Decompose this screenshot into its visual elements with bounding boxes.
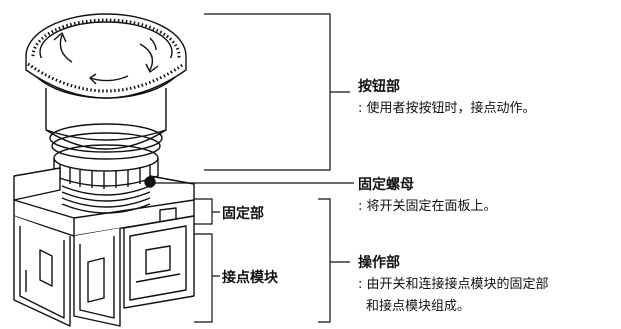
fixing-block xyxy=(13,167,195,237)
label-lock-nut-desc: : 将开关固定在面板上。 xyxy=(358,199,497,214)
label-operating-part-title: 操作部 xyxy=(358,255,400,271)
label-operating-part-desc-1: : 由开关和连接接点模块的固定部 xyxy=(358,277,549,292)
label-button-part-title: 按钮部 xyxy=(358,79,400,95)
bracket-contact-block xyxy=(194,233,213,323)
button-cylinder xyxy=(45,88,167,160)
label-contact-block: 接点模块 xyxy=(222,270,278,286)
contact-block-left xyxy=(13,216,71,327)
mushroom-button-head xyxy=(25,13,187,99)
label-lock-nut-title: 固定螺母 xyxy=(358,177,414,193)
label-fixing-part: 固定部 xyxy=(222,206,264,222)
label-button-part-desc: : 使用者按按钮时，接点动作。 xyxy=(358,101,536,116)
contact-block-right xyxy=(123,215,195,309)
bracket-button-part xyxy=(204,13,331,171)
bracket-fixing-part xyxy=(194,198,213,225)
bracket-operating-part xyxy=(318,198,331,323)
label-operating-part-desc-2: 和接点模块组成。 xyxy=(366,299,471,314)
contact-block-middle xyxy=(73,228,121,327)
